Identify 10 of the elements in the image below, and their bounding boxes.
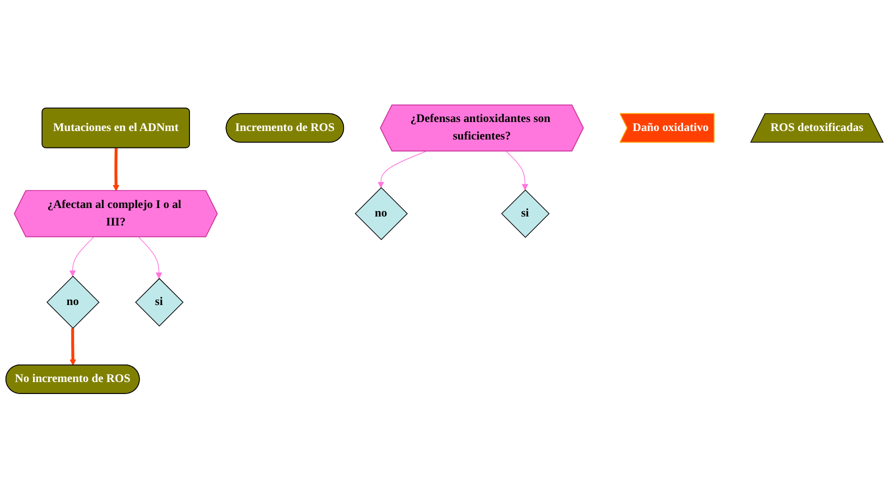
arrow bbox=[138, 237, 162, 280]
arrow bbox=[69, 237, 94, 277]
node-diamond: no bbox=[46, 276, 100, 330]
arrow bbox=[112, 148, 120, 192]
arrow bbox=[506, 151, 528, 191]
node-diamond: si bbox=[135, 278, 184, 327]
node-diamond: si bbox=[501, 190, 550, 238]
arrow bbox=[378, 151, 426, 188]
node-diamond: no bbox=[354, 187, 408, 240]
arrow bbox=[70, 328, 76, 366]
